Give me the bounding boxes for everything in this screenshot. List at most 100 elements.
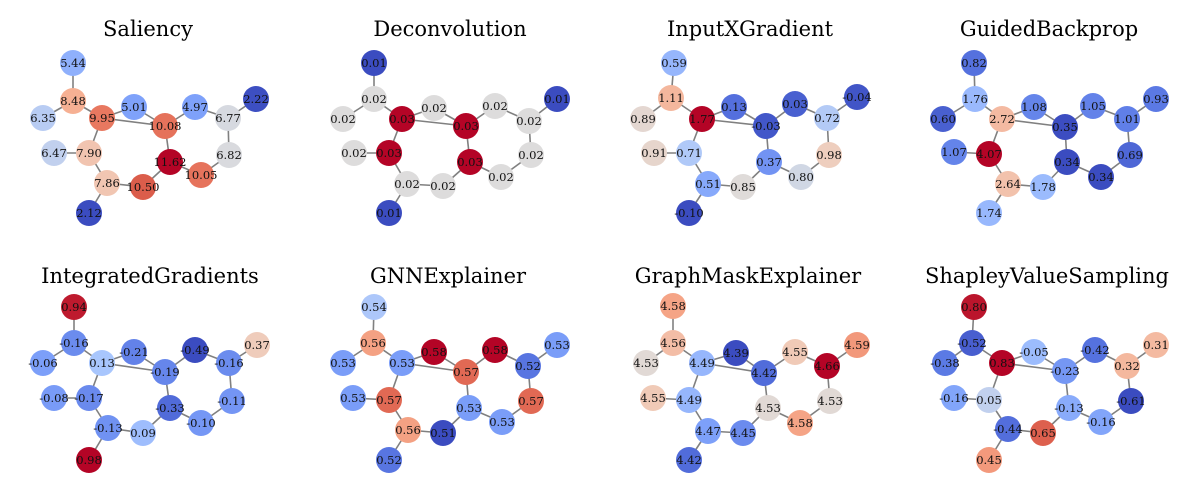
- node-value-label: 0.51: [695, 177, 721, 191]
- node-value-label: 4.49: [689, 356, 715, 370]
- graph-node: [989, 350, 1015, 376]
- node-value-label: 1.01: [1114, 112, 1140, 126]
- node-value-label: 0.69: [1117, 148, 1143, 162]
- node-value-label: 0.03: [782, 97, 808, 111]
- node-value-label: 0.71: [676, 146, 702, 160]
- graph-node: [395, 417, 421, 443]
- node-value-label: 0.02: [394, 177, 420, 191]
- node-value-label: 0.02: [488, 170, 514, 184]
- graph-node: [216, 350, 242, 376]
- graph-node: [130, 420, 156, 446]
- graph-node: [157, 395, 183, 421]
- node-value-label: 1.11: [658, 91, 684, 105]
- graph-node: [515, 353, 541, 379]
- node-value-label: 9.95: [89, 111, 115, 125]
- node-value-label: 0.01: [361, 56, 387, 70]
- graph-node: [962, 86, 988, 112]
- graph-node: [676, 200, 702, 226]
- graph-node: [430, 173, 456, 199]
- node-value-label: 0.56: [360, 336, 386, 350]
- graph-node: [340, 385, 366, 411]
- graph-node: [453, 113, 479, 139]
- graph-node: [76, 200, 102, 226]
- node-value-label: 0.60: [930, 112, 956, 126]
- graph-node: [518, 142, 544, 168]
- graph-node: [641, 140, 667, 166]
- graph-node: [753, 113, 779, 139]
- node-value-label: 0.13: [89, 356, 115, 370]
- node-value-label: 0.09: [130, 426, 156, 440]
- graph-node: [633, 350, 659, 376]
- node-value-label: 0.02: [516, 114, 542, 128]
- node-value-label: -0.10: [186, 416, 216, 430]
- node-value-label: 1.05: [1080, 99, 1106, 113]
- node-value-label: -0.49: [180, 343, 210, 357]
- node-value-label: 0.52: [515, 359, 541, 373]
- node-value-label: 0.05: [976, 393, 1002, 407]
- node-value-label: 0.53: [389, 356, 415, 370]
- graph-node: [544, 332, 570, 358]
- graph-node: [730, 420, 756, 446]
- graph-node: [689, 350, 715, 376]
- graph-node: [959, 330, 985, 356]
- graph-node: [518, 388, 544, 414]
- graph-node: [976, 447, 1002, 473]
- graph-node: [361, 50, 387, 76]
- graph-node: [976, 200, 1002, 226]
- graph-node: [60, 50, 86, 76]
- graph-node: [1021, 94, 1047, 120]
- node-value-label: -0.16: [214, 356, 244, 370]
- graph-node: [1118, 388, 1144, 414]
- graph-node: [995, 171, 1021, 197]
- graph-node: [95, 415, 121, 441]
- node-value-label: 0.01: [544, 92, 570, 106]
- node-value-label: 0.03: [389, 112, 415, 126]
- graph-node: [814, 105, 840, 131]
- node-value-label: -0.04: [842, 90, 872, 104]
- node-value-label: 6.35: [30, 111, 56, 125]
- node-value-label: 1.74: [976, 206, 1002, 220]
- node-value-label: -0.38: [930, 356, 960, 370]
- graph-node: [660, 330, 686, 356]
- node-value-label: 4.42: [676, 453, 702, 467]
- node-value-label: 0.53: [544, 338, 570, 352]
- graph-node: [544, 86, 570, 112]
- node-value-label: 0.37: [756, 155, 782, 169]
- graph-node: [361, 86, 387, 112]
- panel-title: InputXGradient: [667, 17, 834, 41]
- node-value-label: 4.55: [640, 391, 666, 405]
- node-value-label: -0.10: [674, 206, 704, 220]
- node-value-label: 7.86: [94, 176, 120, 190]
- node-value-label: 1.78: [1030, 180, 1056, 194]
- node-value-label: 2.64: [995, 177, 1021, 191]
- node-value-label: 0.59: [661, 56, 687, 70]
- node-value-label: 0.94: [61, 300, 87, 314]
- node-value-label: -0.23: [1050, 364, 1080, 378]
- graph-node: [76, 447, 102, 473]
- node-value-label: 0.83: [989, 356, 1015, 370]
- node-value-label: 10.05: [185, 168, 218, 182]
- graph-node: [489, 409, 515, 435]
- node-value-label: 0.54: [361, 300, 387, 314]
- graph-node: [488, 164, 514, 190]
- node-value-label: 1.08: [1021, 100, 1047, 114]
- node-value-label: -0.17: [74, 391, 104, 405]
- node-value-label: 5.44: [60, 56, 86, 70]
- node-value-label: 0.34: [1054, 155, 1080, 169]
- node-value-label: 0.02: [430, 179, 456, 193]
- node-value-label: 0.53: [340, 391, 366, 405]
- node-value-label: 0.03: [453, 119, 479, 133]
- panel-title: Deconvolution: [373, 17, 526, 41]
- node-value-label: 0.35: [1052, 120, 1078, 134]
- node-value-label: -0.19: [150, 365, 180, 379]
- graph-node: [516, 108, 542, 134]
- graph-node: [844, 332, 870, 358]
- node-value-label: 0.37: [244, 338, 270, 352]
- node-value-label: 4.07: [976, 147, 1002, 161]
- node-value-label: 4.49: [676, 393, 702, 407]
- graph-node: [121, 94, 147, 120]
- graph-node: [341, 140, 367, 166]
